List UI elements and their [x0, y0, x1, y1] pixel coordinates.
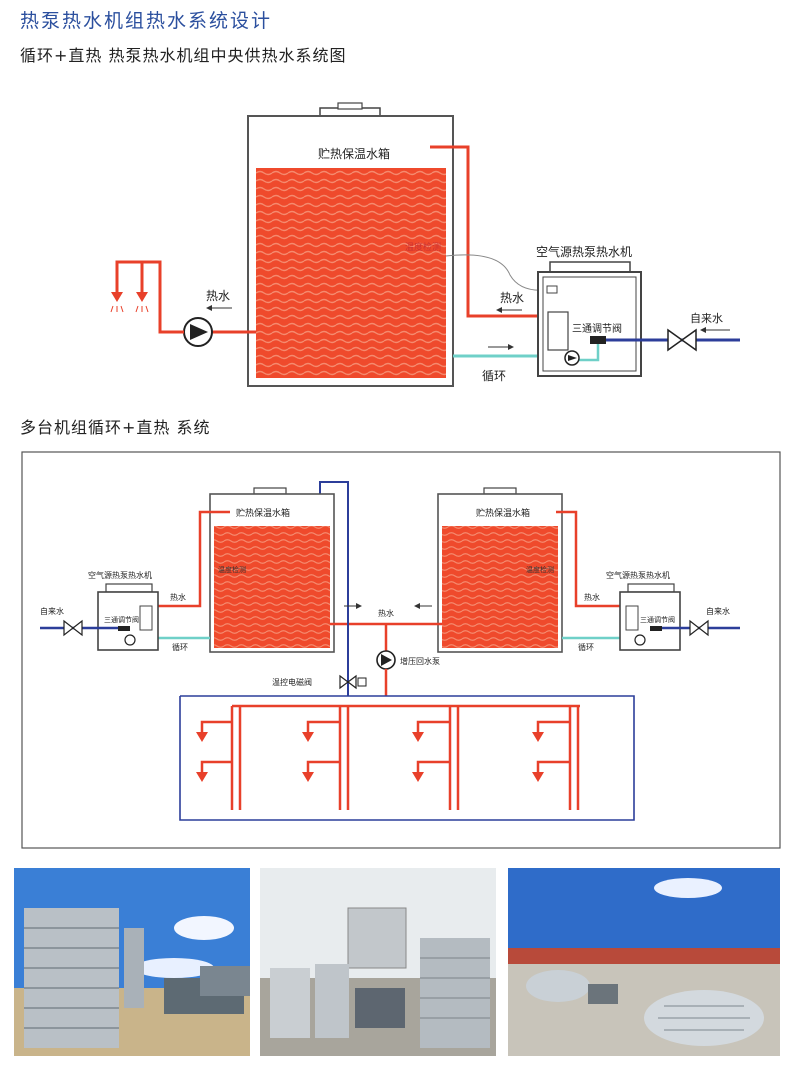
hot-water-out-label: 热水 — [206, 289, 230, 303]
photo-rooftop-tanks-2 — [260, 868, 496, 1056]
right-circ-label: 循环 — [578, 642, 594, 652]
booster-pump-label: 增压回水泵 — [400, 656, 440, 666]
solenoid-valve — [339, 674, 367, 690]
diagram2-title: 多台机组循环+直热 系统 — [20, 418, 211, 437]
left-cold-water-valve — [63, 619, 83, 637]
single-unit-system-diagram: 贮热保温水箱 温度检测 循环 空气源热泵热水机 三通调节阀 热水 自来水 — [110, 102, 740, 387]
tank-label: 贮热保温水箱 — [318, 146, 390, 161]
left-tank-water — [214, 526, 330, 648]
solenoid-valve-label: 温控电磁阀 — [272, 677, 312, 687]
cold-water-valve — [667, 328, 697, 352]
photo-rooftop-tanks-3 — [508, 868, 780, 1056]
left-hot-label: 热水 — [170, 592, 186, 602]
heat-pump-unit — [537, 271, 642, 377]
center-hot-label: 热水 — [378, 608, 394, 618]
left-tank-label: 贮热保温水箱 — [236, 507, 290, 519]
circulation-label: 循环 — [482, 369, 506, 383]
photo-rooftop-tanks-1 — [14, 868, 250, 1056]
right-cold-water-label: 自来水 — [706, 606, 730, 616]
page-title: 热泵热水机组热水系统设计 — [20, 10, 273, 32]
tank-water — [256, 168, 446, 378]
cold-water-label: 自来水 — [690, 312, 723, 325]
shower-head-2 — [135, 292, 149, 313]
diagram1-title: 循环+直热 热泵热水机组中央供热水系统图 — [20, 46, 347, 65]
right-hot-label: 热水 — [584, 592, 600, 602]
shower-head-1 — [110, 292, 124, 313]
hot-water-in-label: 热水 — [500, 291, 524, 305]
valve-label: 三通调节阀 — [572, 322, 622, 335]
multi-unit-system-diagram: 贮热保温水箱 温度检测 贮热保温水箱 温度检测 空气源热泵热水机 三通调节阀 自… — [21, 451, 781, 849]
shower-heads — [196, 732, 544, 782]
left-temp-sensor: 温度检测 — [218, 565, 246, 574]
unit-label: 空气源热泵热水机 — [536, 244, 632, 259]
right-tank-label: 贮热保温水箱 — [476, 507, 530, 519]
right-unit-label: 空气源热泵热水机 — [606, 570, 670, 580]
left-unit-label: 空气源热泵热水机 — [88, 570, 152, 580]
left-cold-water-label: 自来水 — [40, 606, 64, 616]
right-tank-water — [442, 526, 558, 648]
temp-sensor-label: 温度检测 — [405, 241, 441, 253]
right-valve-label: 三通调节阀 — [640, 615, 675, 624]
right-temp-sensor: 温度检测 — [526, 565, 554, 574]
right-cold-water-valve — [689, 619, 709, 637]
left-circ-label: 循环 — [172, 642, 188, 652]
left-valve-label: 三通调节阀 — [104, 615, 139, 624]
